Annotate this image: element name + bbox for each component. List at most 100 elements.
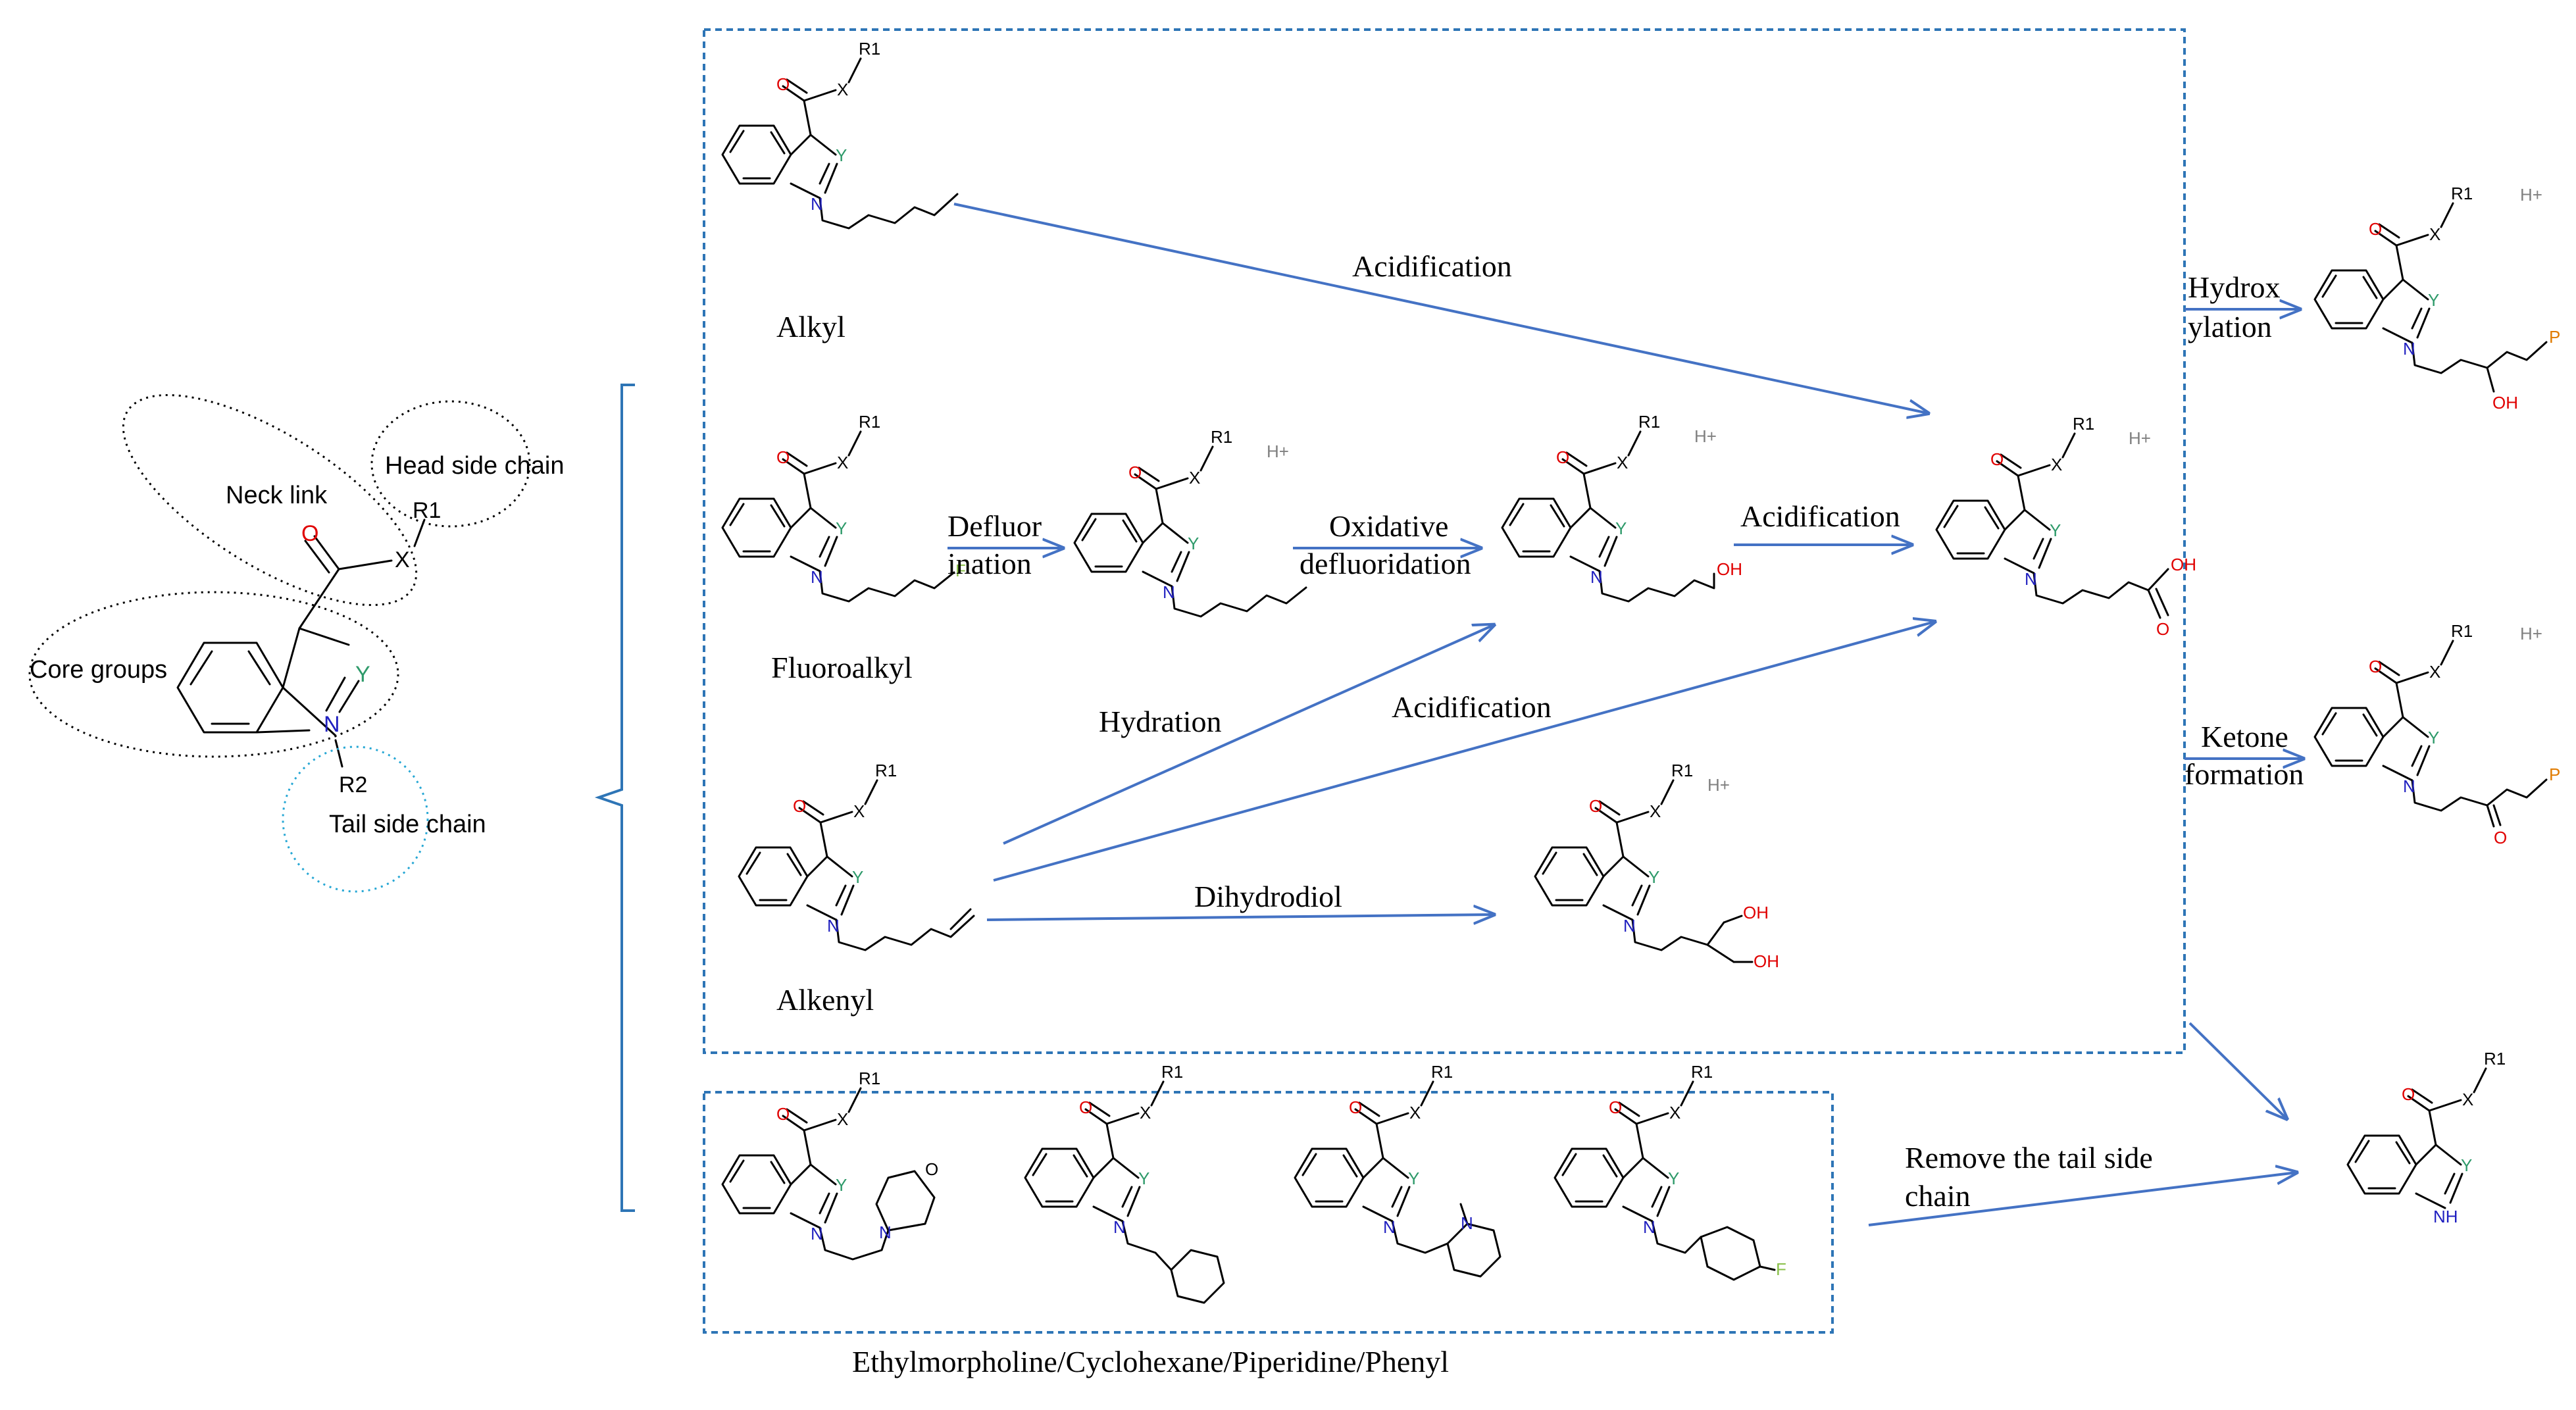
core-benzene-ring xyxy=(176,642,284,734)
core-groups-region xyxy=(28,591,399,758)
svg-text:OH: OH xyxy=(1717,559,1742,579)
ketone-label-1: Ketone xyxy=(2201,720,2288,753)
svg-text:X: X xyxy=(2462,1090,2473,1109)
arrow-hydration xyxy=(1003,625,1494,845)
svg-text:R1: R1 xyxy=(859,412,880,432)
svg-text:N: N xyxy=(1163,582,1175,602)
svg-text:R1: R1 xyxy=(1431,1062,1453,1082)
tail-side-chain-label: Tail side chain xyxy=(329,811,486,838)
svg-text:N: N xyxy=(811,194,823,214)
svg-text:Y: Y xyxy=(2428,728,2439,747)
svg-text:H+: H+ xyxy=(2129,428,2151,448)
alkenyl-label: Alkenyl xyxy=(776,983,874,1017)
hydroxylation-label-1: Hydrox xyxy=(2188,270,2281,304)
svg-text:N: N xyxy=(1590,567,1603,587)
core-groups-label: Core groups xyxy=(30,656,167,684)
svg-text:N: N xyxy=(1461,1213,1473,1233)
defluorination-label-2: ination xyxy=(947,547,1032,580)
svg-text:H+: H+ xyxy=(1694,426,1717,446)
svg-text:X: X xyxy=(1617,453,1628,472)
alkyl-label: Alkyl xyxy=(776,310,846,343)
svg-text:X: X xyxy=(2051,455,2062,474)
fluoroalkyl-molecule: O X R1 Y N F xyxy=(721,412,966,603)
svg-text:N: N xyxy=(1623,916,1636,936)
core-r1: R1 xyxy=(413,498,441,523)
svg-text:Y: Y xyxy=(1188,534,1199,553)
svg-text:N: N xyxy=(2403,776,2415,796)
svg-text:P: P xyxy=(2549,765,2560,784)
svg-text:O: O xyxy=(1128,463,1142,482)
svg-text:O: O xyxy=(776,447,790,467)
svg-text:NH: NH xyxy=(2433,1207,2458,1226)
svg-text:Y: Y xyxy=(1668,1169,1679,1188)
svg-text:O: O xyxy=(2402,1084,2415,1104)
svg-text:R1: R1 xyxy=(2484,1049,2506,1069)
svg-text:H+: H+ xyxy=(2520,624,2542,643)
svg-text:O: O xyxy=(1556,447,1569,467)
svg-text:N: N xyxy=(2025,569,2037,589)
svg-text:N: N xyxy=(1383,1217,1396,1237)
arrow-box-remove-tail xyxy=(2188,1022,2286,1119)
neck-link-region xyxy=(122,393,418,607)
svg-text:H+: H+ xyxy=(2520,185,2542,205)
svg-text:F: F xyxy=(1776,1259,1786,1279)
svg-text:R1: R1 xyxy=(1638,412,1660,432)
svg-text:Y: Y xyxy=(836,1175,847,1195)
svg-text:O: O xyxy=(2369,657,2382,676)
svg-text:N: N xyxy=(2403,339,2415,359)
head-side-chain-region xyxy=(370,400,531,528)
arrow-alkyl-acidification xyxy=(953,203,1928,413)
remove-tail-label-1: Remove the tail side xyxy=(1905,1141,2153,1174)
core-r2: R2 xyxy=(339,772,367,797)
head-side-chain-label: Head side chain xyxy=(385,452,565,480)
tail-groups-caption: Ethylmorpholine/Cyclohexane/Piperidine/P… xyxy=(852,1345,1449,1378)
svg-text:Y: Y xyxy=(2461,1155,2472,1175)
hydroxy-molecule: O X R1 Y N OH H+ xyxy=(1501,412,1742,603)
svg-text:N: N xyxy=(879,1222,892,1242)
tail-side-chain-region xyxy=(282,745,429,893)
defluorinated-molecule: O X R1 Y N H+ xyxy=(1073,427,1307,618)
svg-text:R1: R1 xyxy=(2073,414,2094,434)
svg-text:O: O xyxy=(1349,1097,1362,1117)
core-nitrogen: N xyxy=(324,712,340,737)
svg-text:F: F xyxy=(955,561,966,580)
svg-text:N: N xyxy=(827,916,840,936)
other-tail-box xyxy=(703,1091,1834,1334)
svg-text:R1: R1 xyxy=(1161,1062,1183,1082)
svg-text:X: X xyxy=(837,453,848,472)
scope-bracket xyxy=(594,384,635,1212)
phenyl-molecule: O X R1 Y N F xyxy=(1553,1062,1786,1281)
acidification-label-1: Acidification xyxy=(1352,249,1512,283)
dihydrodiol-label: Dihydrodiol xyxy=(1194,880,1342,913)
cyclohexane-molecule: O X R1 Y N xyxy=(1024,1062,1225,1304)
svg-text:Y: Y xyxy=(1615,518,1627,538)
svg-text:Y: Y xyxy=(836,145,847,165)
svg-text:R1: R1 xyxy=(1671,761,1693,780)
hydroxylation-product-molecule: O X R1 Y N P OH H+ xyxy=(2313,184,2560,413)
svg-text:N: N xyxy=(1113,1217,1126,1237)
svg-text:R1: R1 xyxy=(1211,427,1232,447)
svg-text:X: X xyxy=(2429,662,2440,682)
svg-text:X: X xyxy=(1650,801,1661,821)
svg-text:O: O xyxy=(1609,1097,1622,1117)
svg-text:R1: R1 xyxy=(859,39,880,59)
acidification-label-2: Acidification xyxy=(1740,499,1900,533)
svg-text:R1: R1 xyxy=(875,761,897,780)
svg-text:H+: H+ xyxy=(1267,441,1289,461)
svg-text:N: N xyxy=(811,1224,823,1244)
svg-text:Y: Y xyxy=(836,518,847,538)
hydroxylation-label-2: ylation xyxy=(2188,310,2272,343)
svg-text:O: O xyxy=(2494,828,2507,847)
svg-text:X: X xyxy=(1189,468,1200,488)
defluorination-label-1: Defluor xyxy=(947,509,1042,543)
svg-text:R1: R1 xyxy=(859,1069,880,1088)
svg-text:X: X xyxy=(837,1109,848,1129)
carboxylic-acid-molecule: O X R1 Y N OH O H+ xyxy=(1935,414,2196,639)
svg-text:O: O xyxy=(1990,449,2004,469)
ethylmorpholine-molecule: O X R1 Y N N O xyxy=(721,1069,938,1261)
svg-text:X: X xyxy=(2429,224,2440,244)
main-pathway-box xyxy=(703,28,2186,1054)
ketone-label-2: formation xyxy=(2185,757,2304,791)
svg-text:X: X xyxy=(1409,1103,1421,1122)
